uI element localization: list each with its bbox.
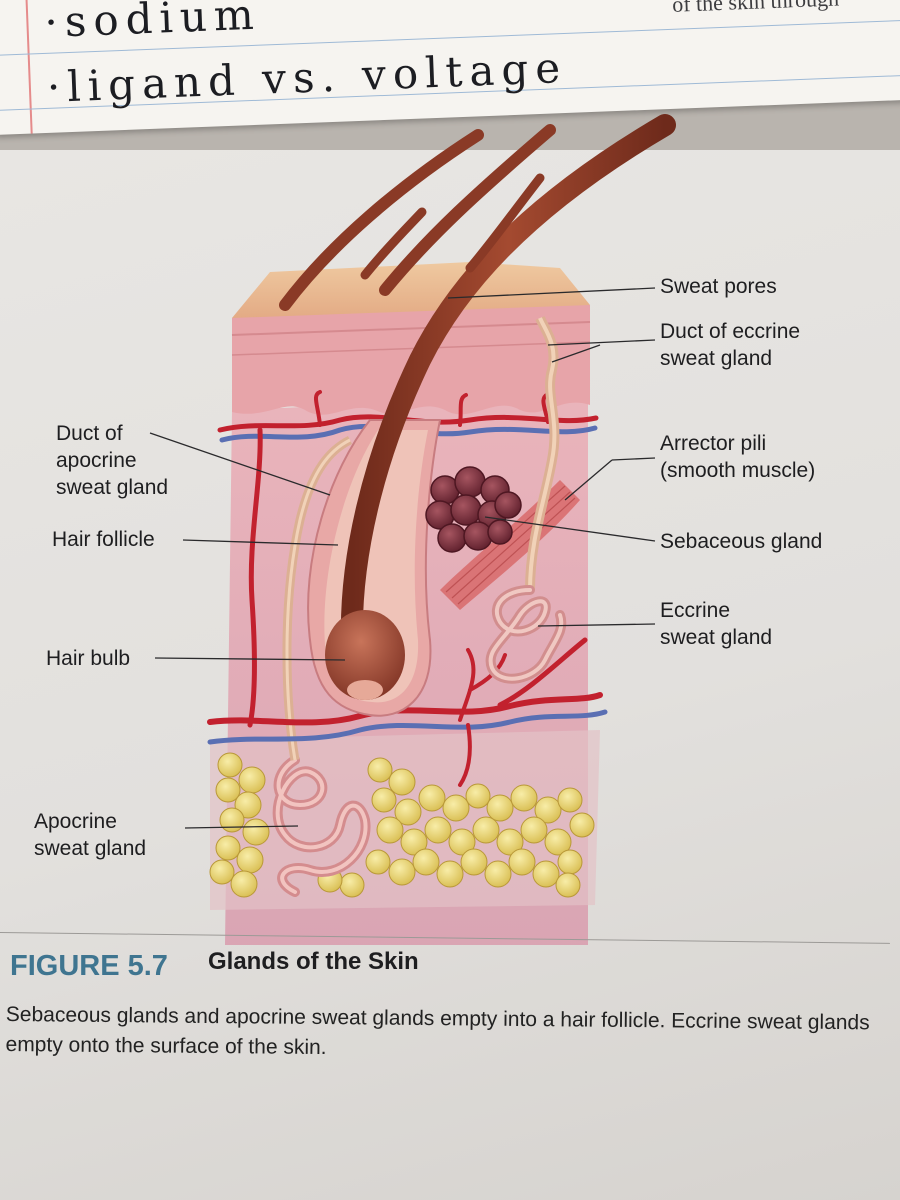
label-duct-of-eccrine-sweat-gland: Duct of eccrine sweat gland (660, 320, 801, 370)
label-apocrine-sweat-gland: Apocrine sweat gland (34, 810, 147, 860)
surface-hairs (279, 124, 556, 311)
label-hair-bulb: Hair bulb (46, 647, 131, 670)
eccrine-duct-lumen (528, 317, 557, 591)
hair-papilla (347, 680, 383, 700)
label-eccrine-sweat-gland: Eccrine sweat gland (660, 599, 773, 649)
label-sebaceous-gland: Sebaceous gland (660, 530, 823, 553)
hair-bulb-shape (325, 610, 405, 700)
hair-shaft (340, 114, 676, 651)
label-sweat-pores: Sweat pores (660, 275, 777, 298)
epidermis-stratum-line (231, 341, 591, 356)
adipose-tissue (209, 752, 595, 898)
lower-vessel-plexus (207, 637, 608, 787)
leader-lines (149, 287, 656, 829)
label-hair-follicle: Hair follicle (52, 528, 155, 551)
label-duct-of-apocrine-sweat-gland: Duct of apocrine sweat gland (56, 422, 169, 499)
figure-title: Glands of the Skin (208, 948, 419, 975)
figure-caption: Sebaceous glands and apocrine sweat glan… (5, 1002, 870, 1060)
label-arrector-pili: Arrector pili (smooth muscle) (660, 432, 816, 482)
figure-number: FIGURE 5.7 (10, 950, 168, 982)
epidermis-stratum-line (231, 321, 591, 336)
sebaceous-gland-shape (425, 466, 522, 553)
